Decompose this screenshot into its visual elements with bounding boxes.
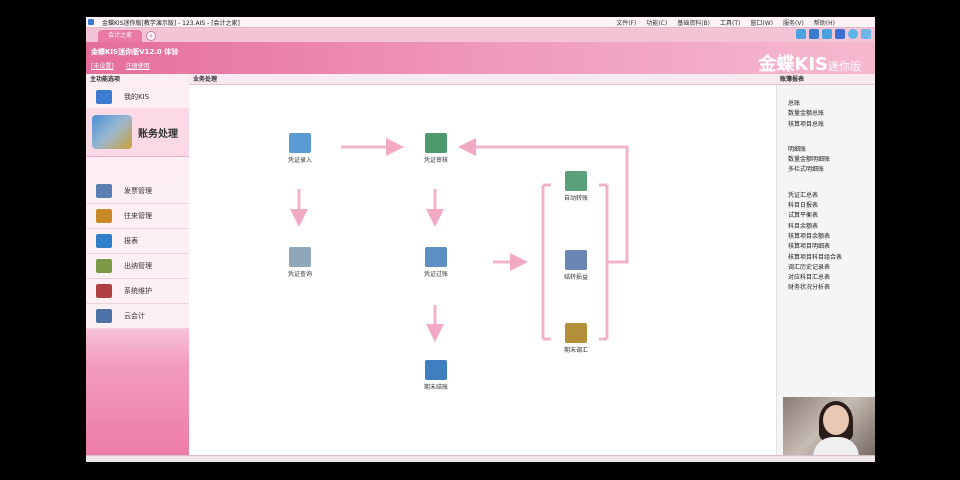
report-link[interactable]: 数量金额总账 <box>788 110 825 118</box>
sidebar-item-reports[interactable]: 报表 <box>86 229 189 254</box>
business-processing-title: 业务处理 <box>189 74 776 85</box>
window-title: 金蝶KIS迷你版[教学演示版] - 123.AIS - [会计之家] <box>102 19 240 27</box>
menu-bar: 文件(F) 功能(C) 基础资料(B) 工具(T) 窗口(W) 服务(V) 帮助… <box>616 17 835 27</box>
exchange-adjust-icon <box>565 323 587 343</box>
report-link[interactable]: 对应科目汇总表 <box>788 274 831 282</box>
report-link[interactable]: 总账 <box>788 100 801 107</box>
report-icon <box>96 234 112 248</box>
sidebar-item-my-kis[interactable]: 我的KIS <box>86 85 189 110</box>
report-link[interactable]: 数量金额明细账 <box>788 156 831 164</box>
app-logo-icon <box>88 19 94 25</box>
unset-link[interactable]: [未设置] <box>91 63 114 70</box>
app-window: 金蝶KIS迷你版[教学演示版] - 123.AIS - [会计之家] 文件(F)… <box>86 17 875 462</box>
report-group-summary: 凭证汇总表 科目日报表 试算平衡表 科目余额表 核算项目余额表 核算项目明细表 … <box>777 191 875 294</box>
toolbar-icons <box>796 29 871 39</box>
report-link[interactable]: 核算项目余额表 <box>788 232 831 240</box>
home-icon[interactable] <box>796 29 806 39</box>
node-voucher-post[interactable]: 凭证过账 <box>411 247 461 278</box>
arrow-back-to-audit <box>458 138 629 264</box>
new-tab-icon[interactable]: + <box>146 31 156 41</box>
report-link[interactable]: 凭证汇总表 <box>788 191 819 199</box>
menu-basic-data[interactable]: 基础资料(B) <box>677 19 711 27</box>
product-name: 金蝶KIS迷你版V12.0 体验 <box>91 48 179 56</box>
sidebar-item-invoice[interactable]: 发票管理 <box>86 179 189 204</box>
menu-service[interactable]: 服务(V) <box>783 19 804 27</box>
profit-loss-icon <box>565 250 587 270</box>
node-profit-loss[interactable]: 结转损益 <box>551 250 601 281</box>
calculator-icon <box>92 115 132 149</box>
menu-tools[interactable]: 工具(T) <box>720 19 741 27</box>
tab-strip: 会计之家 + <box>86 28 875 42</box>
report-link[interactable]: 核算项目科目组合表 <box>788 253 843 261</box>
node-period-close[interactable]: 期末结账 <box>411 360 461 391</box>
monitor-icon <box>96 90 112 104</box>
sidebar: 主功能选项 我的KIS 账务处理 发票管理 往来管理 报表 出纳管理 系统维护 <box>86 74 189 462</box>
report-link[interactable]: 明细账 <box>788 145 807 153</box>
report-link[interactable]: 财务状况分析表 <box>788 284 831 292</box>
sidebar-item-accounting[interactable]: 账务处理 <box>86 108 189 157</box>
report-group-detail: 明细账 数量金额明细账 多栏式明细账 <box>777 145 875 176</box>
sync-icon[interactable] <box>822 29 832 39</box>
flow-arrows <box>290 138 629 342</box>
node-auto-transfer[interactable]: 自动转账 <box>551 171 601 202</box>
period-close-icon <box>425 360 447 380</box>
report-link[interactable]: 科目余额表 <box>788 222 819 230</box>
product-header: 金蝶KIS迷你版V12.0 体验 [未设置] 注册使用 金蝶KIS迷你版 <box>86 42 875 75</box>
report-link[interactable]: 调汇历史记录表 <box>788 263 831 271</box>
report-link[interactable]: 核算项目明细表 <box>788 243 831 251</box>
status-bar <box>86 455 875 462</box>
title-bar: 金蝶KIS迷你版[教学演示版] - 123.AIS - [会计之家] 文件(F)… <box>86 17 875 28</box>
smile-icon[interactable] <box>848 29 858 39</box>
voucher-entry-icon <box>289 133 311 153</box>
cloud-icon[interactable] <box>835 29 845 39</box>
menu-file[interactable]: 文件(F) <box>616 19 637 27</box>
message-icon[interactable] <box>861 29 871 39</box>
process-flow-canvas: 凭证录入 凭证审核 凭证查询 凭证过账 自动转账 结转损益 期末调汇 期末结账 <box>189 85 776 455</box>
sidebar-item-cloud-accounting[interactable]: 云会计 <box>86 304 189 329</box>
sidebar-item-transactions[interactable]: 往来管理 <box>86 204 189 229</box>
sidebar-item-maintenance[interactable]: 系统维护 <box>86 279 189 304</box>
sidebar-item-cashier[interactable]: 出纳管理 <box>86 254 189 279</box>
invoice-icon <box>96 184 112 198</box>
node-voucher-entry[interactable]: 凭证录入 <box>275 133 325 164</box>
report-group-general: 总账 数量金额总账 核算项目总账 <box>777 99 875 130</box>
ledger-reports-panel: 总账 数量金额总账 核算项目总账 明细账 数量金额明细账 多栏式明细账 凭证汇总… <box>776 85 875 455</box>
voucher-query-icon <box>289 247 311 267</box>
cashier-icon <box>96 259 112 273</box>
ledger-reports-title: 账簿报表 <box>776 74 875 85</box>
register-link[interactable]: 注册使用 <box>125 63 150 70</box>
cloud-icon <box>96 309 112 323</box>
menu-function[interactable]: 功能(C) <box>646 19 668 27</box>
webcam-overlay <box>783 397 875 462</box>
node-voucher-audit[interactable]: 凭证审核 <box>411 133 461 164</box>
node-exchange-adjust[interactable]: 期末调汇 <box>551 323 601 354</box>
people-icon <box>96 209 112 223</box>
report-link[interactable]: 科目日报表 <box>788 202 819 210</box>
refresh-icon[interactable] <box>809 29 819 39</box>
menu-window[interactable]: 窗口(W) <box>750 19 773 27</box>
report-link[interactable]: 核算项目总账 <box>788 120 825 128</box>
report-link[interactable]: 试算平衡表 <box>788 212 819 220</box>
maintenance-icon <box>96 284 112 298</box>
node-voucher-query[interactable]: 凭证查询 <box>275 247 325 278</box>
brand-logo: 金蝶KIS迷你版 <box>758 54 861 75</box>
voucher-post-icon <box>425 247 447 267</box>
auto-transfer-icon <box>565 171 587 191</box>
voucher-audit-icon <box>425 133 447 153</box>
tab-accounting-home[interactable]: 会计之家 <box>98 30 142 42</box>
menu-help[interactable]: 帮助(H) <box>813 19 835 27</box>
report-link[interactable]: 多栏式明细账 <box>788 166 825 174</box>
